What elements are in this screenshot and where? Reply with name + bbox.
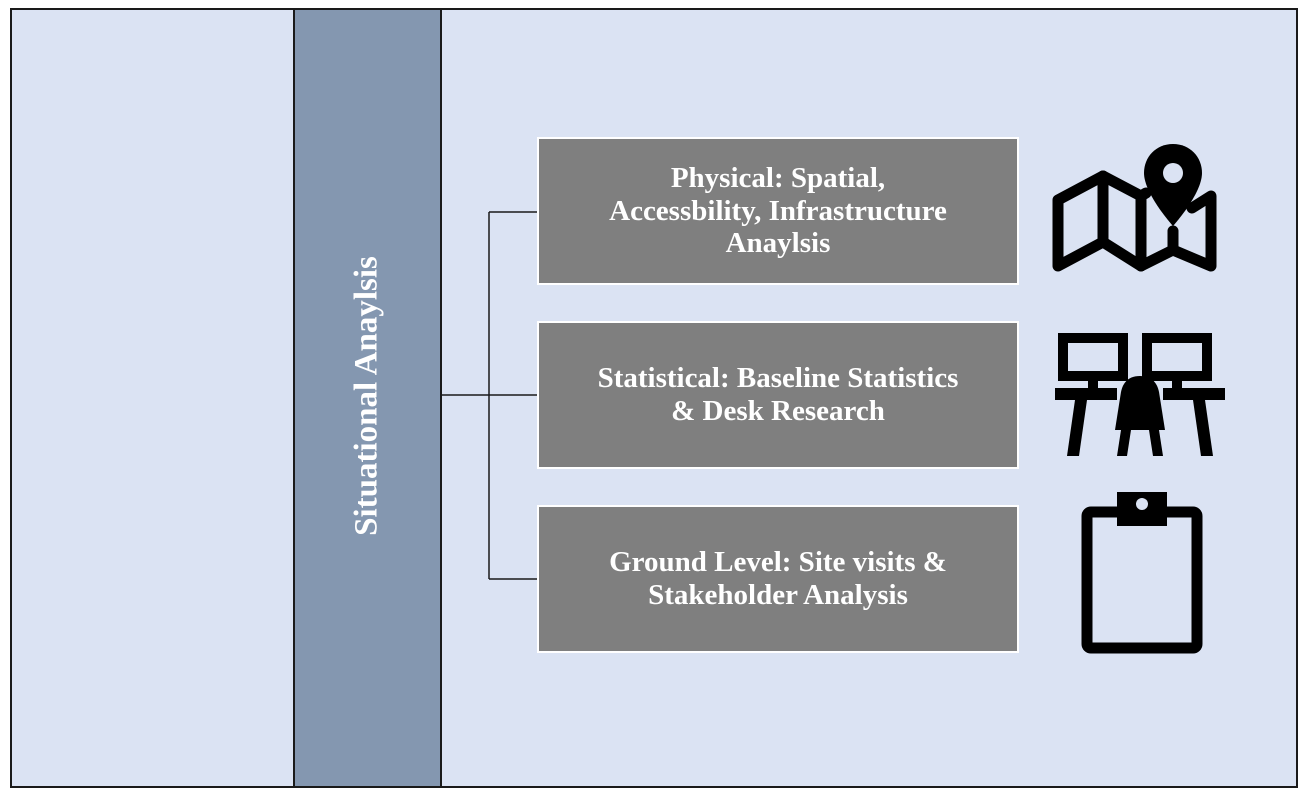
category-band — [293, 8, 442, 788]
box-statistical-label: Statistical: Baseline Statistics & Desk … — [597, 362, 959, 427]
box-ground-level-label: Ground Level: Site visits & Stakeholder … — [609, 546, 947, 611]
desk-workstations-icon — [1055, 333, 1225, 456]
box-statistical: Statistical: Baseline Statistics & Desk … — [537, 321, 1019, 469]
box-physical: Physical: Spatial, Accessbility, Infrast… — [537, 137, 1019, 285]
map-pin-icon — [1052, 144, 1217, 272]
clipboard-icon — [1081, 492, 1203, 654]
box-ground-level: Ground Level: Site visits & Stakeholder … — [537, 505, 1019, 653]
box-physical-label: Physical: Spatial, Accessbility, Infrast… — [609, 161, 947, 260]
